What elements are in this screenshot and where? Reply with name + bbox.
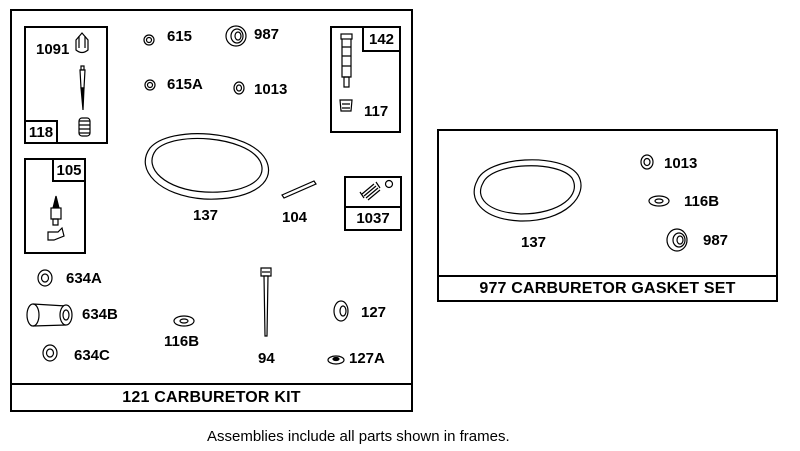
clip-icon bbox=[47, 226, 65, 241]
subassembly-142-tag: 142 bbox=[362, 26, 401, 52]
gasket-137-icon bbox=[473, 159, 582, 222]
part-1037-spring-icon bbox=[359, 181, 381, 201]
gasket-116b-icon bbox=[648, 195, 670, 207]
gasket-set-title: 977 CARBURETOR GASKET SET bbox=[439, 275, 776, 300]
part-104-pin-icon bbox=[281, 180, 317, 199]
subassembly-118-tag: 118 bbox=[24, 120, 58, 144]
gasket-1013-icon bbox=[640, 154, 654, 170]
part-1091-icon bbox=[75, 32, 89, 54]
part-label-127a: 127A bbox=[349, 350, 385, 367]
subassembly-1037-tag: 1037 bbox=[344, 206, 402, 231]
assemblies-caption: Assemblies include all parts shown in fr… bbox=[207, 428, 510, 445]
part-127a-icon bbox=[327, 355, 345, 365]
part-label-104: 104 bbox=[282, 209, 308, 226]
gasket-987-icon bbox=[666, 228, 688, 252]
part-987-icon bbox=[225, 25, 247, 47]
part-94-screw-icon bbox=[260, 267, 272, 337]
subassembly-118-frame bbox=[24, 26, 108, 144]
part-615a-icon bbox=[144, 79, 156, 91]
part-label-116b: 116B bbox=[164, 333, 200, 350]
part-137-gasket-icon bbox=[144, 133, 269, 200]
gasket-label-1013: 1013 bbox=[664, 155, 698, 172]
needle-valve-icon bbox=[79, 65, 86, 111]
float-needle-icon bbox=[50, 195, 62, 226]
part-label-634c: 634C bbox=[74, 347, 110, 364]
part-label-987: 987 bbox=[254, 26, 280, 43]
part-label-127: 127 bbox=[361, 304, 387, 321]
part-label-1013: 1013 bbox=[254, 81, 288, 98]
part-label-1091: 1091 bbox=[36, 41, 70, 58]
part-116b-icon bbox=[173, 315, 195, 327]
subassembly-105-tag: 105 bbox=[52, 158, 86, 182]
part-label-117: 117 bbox=[364, 103, 389, 120]
spring-icon bbox=[78, 117, 91, 137]
part-634a-icon bbox=[37, 269, 53, 287]
part-634c-icon bbox=[42, 344, 58, 362]
part-634b-icon bbox=[26, 303, 73, 327]
emulsion-tube-icon bbox=[340, 33, 353, 88]
ball-icon bbox=[384, 179, 394, 189]
gasket-label-137: 137 bbox=[521, 234, 547, 251]
part-615-icon bbox=[143, 34, 155, 46]
part-label-615a: 615A bbox=[167, 76, 203, 93]
part-label-137: 137 bbox=[193, 207, 219, 224]
carburetor-kit-frame bbox=[10, 9, 413, 412]
part-127-icon bbox=[333, 300, 349, 322]
carburetor-kit-title: 121 CARBURETOR KIT bbox=[12, 383, 411, 410]
part-label-634b: 634B bbox=[82, 306, 118, 323]
part-1013-icon bbox=[233, 81, 245, 95]
part-label-615: 615 bbox=[167, 28, 193, 45]
part-label-94: 94 bbox=[258, 350, 275, 367]
gasket-label-116b: 116B bbox=[684, 193, 720, 210]
gasket-label-987: 987 bbox=[703, 232, 729, 249]
part-117-icon bbox=[339, 99, 353, 112]
part-label-634a: 634A bbox=[66, 270, 102, 287]
gasket-set-frame bbox=[437, 129, 778, 302]
